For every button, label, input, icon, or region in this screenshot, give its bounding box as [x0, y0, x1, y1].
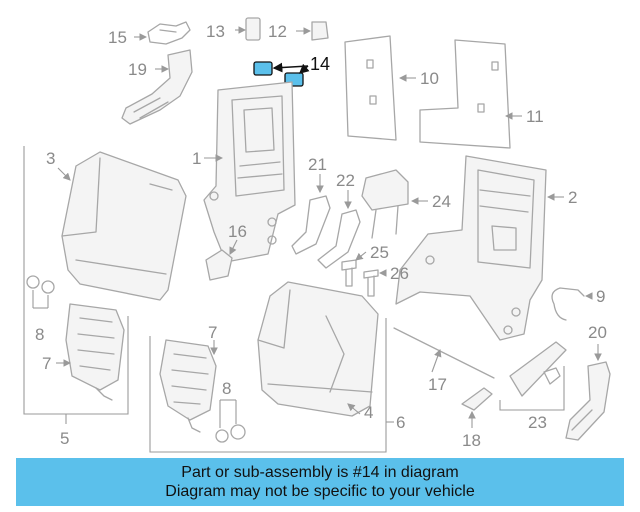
callout-13: 13 [206, 22, 225, 41]
parts-diagram: 15 19 13 12 14 10 11 1 3 21 22 24 2 16 2… [23, 17, 611, 453]
part-8-caps-center [215, 399, 246, 443]
part-4-seat-cushion [257, 281, 379, 417]
part-14-latch-cover [253, 61, 310, 87]
part-1-seat-frame [203, 81, 296, 263]
part-16-trim [205, 239, 238, 281]
callout-17: 17 [428, 375, 447, 394]
part-23-bracket [499, 341, 567, 411]
callout-6: 6 [396, 413, 405, 432]
part-6-group-bracket [149, 318, 394, 453]
callout-5: 5 [60, 429, 69, 448]
part-17-rod [393, 327, 495, 379]
callout-12: 12 [268, 22, 287, 41]
part-7-spring-mat-left [56, 303, 125, 401]
part-12-clip [296, 21, 329, 41]
callout-2: 2 [568, 188, 577, 207]
part-19-side-trim [121, 49, 193, 125]
callout-16: 16 [228, 222, 247, 241]
part-9-wire [551, 287, 593, 321]
callout-19: 19 [128, 60, 147, 79]
callout-9: 9 [596, 287, 605, 306]
callout-24: 24 [432, 192, 451, 211]
callout-7-center: 7 [208, 323, 217, 342]
part-7-spring-mat-center [159, 339, 218, 433]
part-22-hinge-cover [317, 190, 361, 269]
callout-7-left: 7 [42, 354, 51, 373]
callout-14: 14 [310, 54, 330, 74]
part-11-back-panel [419, 39, 522, 149]
callout-8-left: 8 [35, 325, 44, 344]
part-18-trim [461, 387, 493, 428]
part-10-back-panel [344, 35, 416, 141]
callout-4: 4 [364, 403, 373, 422]
part-21-hinge-cover [291, 174, 331, 255]
callout-11: 11 [526, 107, 544, 126]
banner-line-disclaimer: Diagram may not be specific to your vehi… [165, 483, 475, 500]
part-2-seat-frame-right [395, 155, 564, 341]
callout-23: 23 [528, 413, 547, 432]
part-13-clip [235, 17, 261, 41]
banner-line-part: Part or sub-assembly is #14 in diagram [181, 464, 459, 481]
callout-22: 22 [336, 171, 355, 190]
part-20-side-trim [565, 344, 611, 441]
callout-20: 20 [588, 323, 607, 342]
part-3-seat-back [57, 151, 187, 301]
callout-26: 26 [390, 264, 409, 283]
info-banner: Part or sub-assembly is #14 in diagram D… [16, 458, 624, 506]
part-8-caps-left [26, 275, 55, 309]
callout-25: 25 [370, 243, 389, 262]
callout-1: 1 [192, 149, 201, 168]
callout-21: 21 [308, 155, 327, 174]
part-24-headrest [361, 169, 428, 239]
callout-8-center: 8 [222, 379, 231, 398]
part-5-group-bracket [23, 146, 129, 424]
callout-3: 3 [46, 149, 55, 168]
part-15-bracket [134, 21, 191, 45]
part-26-bolt [363, 269, 387, 297]
part-25-bolt [341, 251, 367, 287]
callout-18: 18 [462, 431, 481, 450]
callout-15: 15 [108, 28, 127, 47]
callout-10: 10 [420, 69, 439, 88]
